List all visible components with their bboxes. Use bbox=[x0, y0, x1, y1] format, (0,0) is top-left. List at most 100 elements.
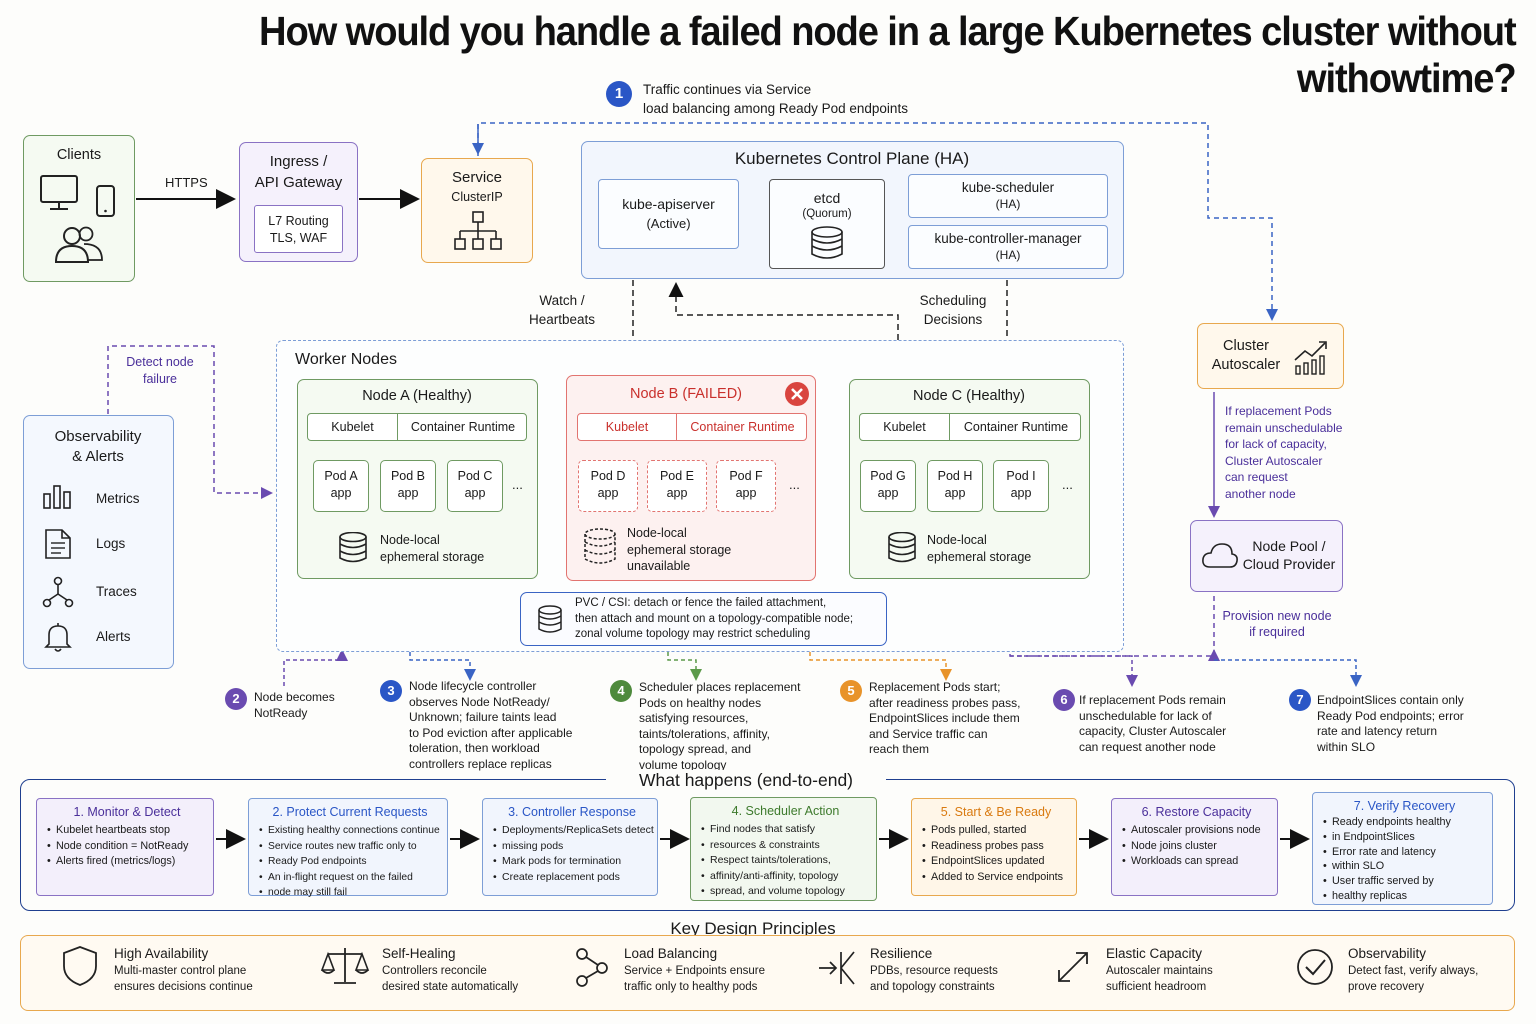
provision-label-1: Provision new node bbox=[1222, 609, 1332, 623]
node-c-storage-2: ephemeral storage bbox=[927, 550, 1032, 564]
node-c-storage-icon bbox=[888, 532, 916, 563]
scheduler-state: (HA) bbox=[995, 197, 1021, 211]
node-c-storage-1: Node-local bbox=[927, 533, 987, 547]
hierarchy-icon bbox=[454, 211, 502, 250]
observability-title-2: & Alerts bbox=[72, 448, 124, 465]
node-a-more: ... bbox=[512, 477, 523, 492]
etcd-state: (Quorum) bbox=[802, 208, 852, 220]
autoscaler-line-1: Cluster bbox=[1223, 338, 1269, 354]
node-c-box: Node C (Healthy) Kubelet Container Runti… bbox=[849, 379, 1090, 579]
e2e-card-5: 5. Start & Be Ready Pods pulled, started… bbox=[911, 798, 1077, 896]
node-c-title: Node C (Healthy) bbox=[912, 388, 1025, 404]
share-icon bbox=[576, 948, 608, 987]
converge-icon bbox=[819, 951, 855, 985]
controller-name: kube-controller-manager bbox=[934, 231, 1082, 246]
observability-title-1: Observability bbox=[54, 428, 142, 445]
apiserver-state: (Active) bbox=[646, 216, 691, 231]
expand-icon bbox=[1058, 952, 1088, 982]
e2e-card-1: 1. Monitor & Detect Kubelet heartbeats s… bbox=[36, 798, 214, 896]
scheduling-label-1: Scheduling bbox=[919, 293, 987, 308]
step-2-badge: 2 bbox=[225, 688, 247, 710]
e2e-card-6: 6. Restore Capacity Autoscaler provision… bbox=[1111, 798, 1278, 896]
control-plane-title: Kubernetes Control Plane (HA) bbox=[734, 149, 970, 168]
step-1-line-2: load balancing among Ready Pod endpoints bbox=[643, 101, 908, 116]
control-plane-box: Kubernetes Control Plane (HA) kube-apise… bbox=[581, 141, 1124, 279]
https-label: HTTPS bbox=[165, 175, 208, 190]
e2e-card-2: 2. Protect Current Requests Existing hea… bbox=[248, 798, 448, 900]
step-4-badge: 4 bbox=[610, 680, 632, 702]
node-b-box: Node B (FAILED) Kubelet Container Runtim… bbox=[566, 375, 816, 581]
e2e-card-4: 4. Scheduler Action Find nodes that sati… bbox=[690, 797, 877, 901]
controller-state: (HA) bbox=[995, 248, 1021, 262]
node-pool-box: Node Pool / Cloud Provider bbox=[1190, 520, 1343, 592]
node-b-kubelet: Kubelet bbox=[578, 414, 677, 440]
step-7-badge: 7 bbox=[1289, 689, 1311, 711]
principles-panel bbox=[20, 935, 1515, 1011]
document-icon bbox=[45, 529, 71, 559]
cluster-autoscaler-box: Cluster Autoscaler bbox=[1197, 323, 1344, 389]
node-b-storage-2: ephemeral storage bbox=[627, 543, 732, 557]
observability-box: Observability & Alerts Metrics Logs Trac… bbox=[23, 415, 174, 669]
l7-routing-label: L7 Routing bbox=[268, 214, 329, 228]
node-a-title: Node A (Healthy) bbox=[362, 388, 472, 404]
kube-controller-manager-box: kube-controller-manager (HA) bbox=[908, 225, 1108, 269]
service-sub: ClusterIP bbox=[451, 190, 503, 204]
node-a-box: Node A (Healthy) Kubelet Container Runti… bbox=[297, 379, 538, 579]
scheduling-label-2: Decisions bbox=[923, 312, 983, 327]
node-a-storage-2: ephemeral storage bbox=[380, 550, 485, 564]
pvc-line-2: then attach and mount on a topology-comp… bbox=[575, 613, 854, 625]
detect-label-1: Detect node bbox=[126, 355, 194, 369]
node-a-kubelet: Kubelet bbox=[308, 414, 398, 440]
service-title: Service bbox=[451, 169, 503, 186]
obs-logs: Logs bbox=[96, 536, 126, 551]
etcd-box: etcd (Quorum) bbox=[769, 179, 885, 269]
node-c-runtime: Container Runtime bbox=[963, 420, 1069, 434]
pvc-csi-box: PVC / CSI: detach or fence the failed at… bbox=[520, 592, 887, 646]
pvc-storage-icon bbox=[538, 605, 562, 633]
bell-icon bbox=[44, 623, 72, 652]
node-a-storage-1: Node-local bbox=[380, 533, 440, 547]
shield-icon bbox=[63, 946, 97, 986]
node-c-more: ... bbox=[1062, 477, 1073, 492]
watch-label-2: Heartbeats bbox=[528, 312, 596, 327]
node-b-agent-bar: Kubelet Container Runtime bbox=[577, 413, 807, 441]
node-b-runtime: Container Runtime bbox=[690, 420, 795, 434]
node-pool-line-2: Cloud Provider bbox=[1242, 556, 1336, 572]
node-b-storage-1: Node-local bbox=[627, 526, 687, 540]
l7-routing-box: L7 Routing TLS, WAF bbox=[254, 205, 343, 253]
node-a-runtime: Container Runtime bbox=[410, 420, 516, 434]
tls-waf-label: TLS, WAF bbox=[269, 231, 328, 245]
autoscaler-line-2: Autoscaler bbox=[1211, 357, 1281, 373]
node-a-storage-icon bbox=[339, 532, 367, 563]
step-3-badge: 3 bbox=[380, 680, 402, 702]
worker-nodes-title: Worker Nodes bbox=[295, 351, 397, 368]
pvc-line-1: PVC / CSI: detach or fence the failed at… bbox=[575, 597, 827, 609]
growth-chart-icon bbox=[1294, 341, 1327, 375]
node-a-agent-bar: Kubelet Container Runtime bbox=[307, 413, 527, 441]
node-c-agent-bar: Kubelet Container Runtime bbox=[859, 413, 1081, 441]
step-5-badge: 5 bbox=[840, 680, 862, 702]
clients-box: Clients bbox=[23, 135, 135, 282]
step-5-text: Replacement Pods start;after readiness p… bbox=[869, 680, 1021, 756]
etcd-name: etcd bbox=[813, 190, 841, 206]
